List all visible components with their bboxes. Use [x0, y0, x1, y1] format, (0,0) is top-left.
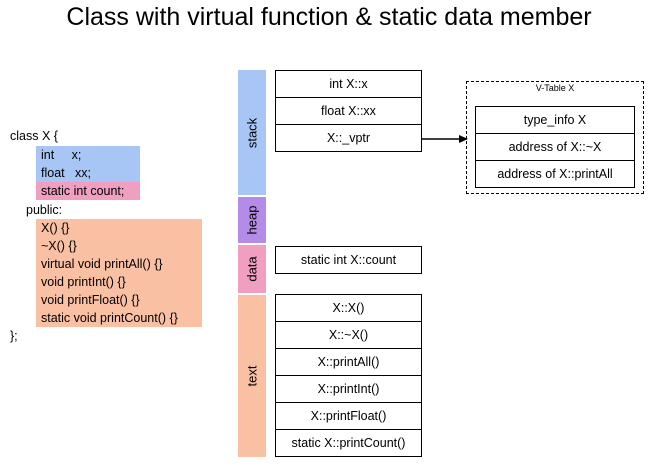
- text-cell-printcount: static X::printCount(): [275, 429, 422, 457]
- segment-text: text: [237, 294, 267, 458]
- methods-block: X() {} ~X() {} virtual void printAll() {…: [36, 219, 202, 327]
- stack-cell-xx: float X::xx: [275, 97, 422, 125]
- method-printint: void printInt() {}: [41, 275, 126, 289]
- method-destructor: ~X() {}: [41, 239, 77, 253]
- vtable-box: [466, 81, 644, 194]
- stack-cell-vptr: X::_vptr: [275, 124, 422, 152]
- data-cell-count: static int X::count: [275, 246, 422, 274]
- segment-data: data: [237, 244, 267, 294]
- segment-stack: stack: [237, 69, 267, 196]
- method-constructor: X() {}: [41, 221, 70, 235]
- data-members-block: int x; float xx;: [36, 146, 140, 182]
- diagram-title: Class with virtual function & static dat…: [66, 3, 592, 31]
- text-cell-printall: X::printAll(): [275, 348, 422, 376]
- data-member-x: int x;: [41, 148, 82, 162]
- segment-heap: heap: [237, 196, 267, 244]
- public-label: public:: [26, 203, 63, 217]
- vtable-entry-destructor: address of X::~X: [475, 133, 635, 161]
- text-cell-printint: X::printInt(): [275, 375, 422, 403]
- method-printall: virtual void printAll() {}: [41, 257, 163, 271]
- class-close: };: [10, 329, 18, 343]
- vtable-entry-typeinfo: type_info X: [475, 106, 635, 134]
- data-member-xx: float xx;: [41, 166, 92, 180]
- vtable-title: V-Table X: [535, 83, 575, 93]
- class-open: class X {: [10, 129, 58, 143]
- stack-cell-x: int X::x: [275, 70, 422, 98]
- static-member-block: static int count;: [36, 182, 140, 200]
- vtable-entry-printall: address of X::printAll: [475, 160, 635, 188]
- static-member-count: static int count;: [41, 184, 125, 198]
- method-printcount: static void printCount() {}: [41, 311, 178, 325]
- method-printfloat: void printFloat() {}: [41, 293, 140, 307]
